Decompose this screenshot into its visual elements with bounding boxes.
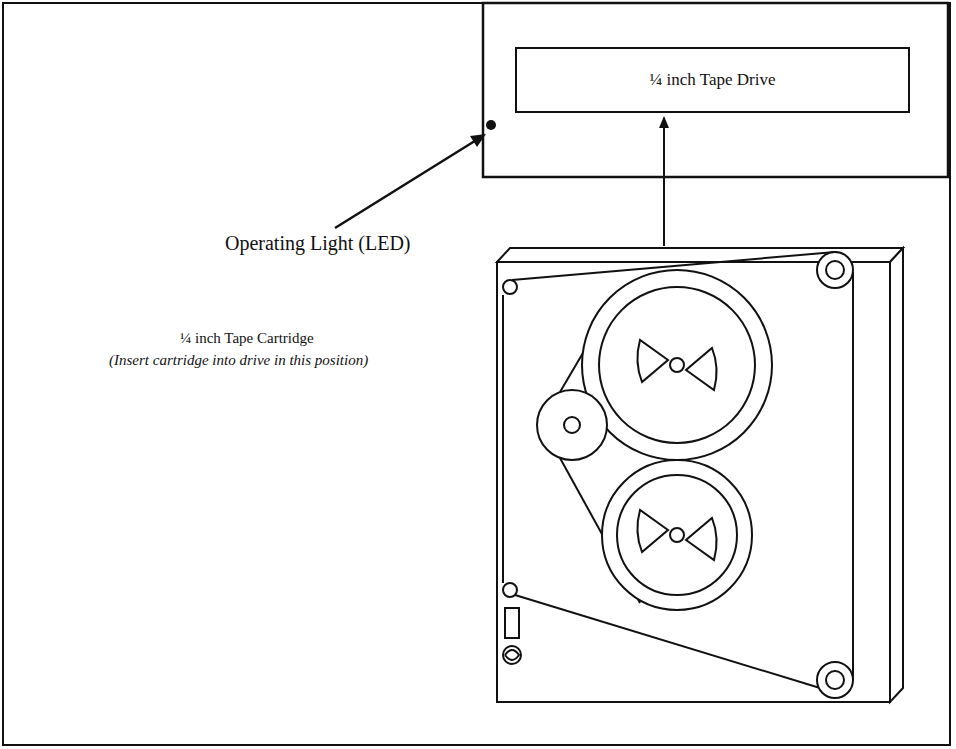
frame: [3, 3, 950, 745]
cartridge-label: ¼ inch Tape Cartridge: [180, 330, 314, 347]
drive-housing: [483, 3, 948, 177]
led: [486, 120, 496, 130]
tape-cartridge: [497, 248, 903, 702]
insert-note: (Insert cartridge into drive in this pos…: [109, 352, 368, 369]
insert-arrow: [659, 116, 669, 246]
box-label: ¼ inch Tape Drive: [650, 70, 776, 90]
tape-drive-box: ¼ inch Tape Drive: [515, 47, 910, 113]
leader-arrow: [335, 134, 486, 228]
led-label: Operating Light (LED): [225, 232, 411, 255]
